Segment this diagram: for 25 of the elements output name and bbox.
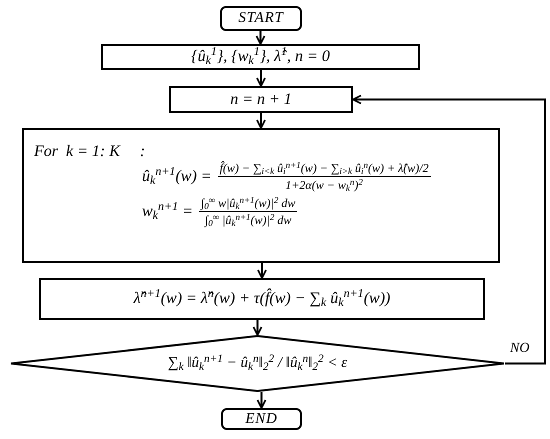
process-box (101, 44, 420, 70)
decision-diamond (10, 335, 505, 392)
terminal-text: START (238, 9, 284, 28)
arrow (256, 31, 266, 45)
loop-header: For k = 1: K : (34, 142, 146, 162)
terminal-box (220, 6, 302, 31)
process-box (169, 86, 353, 113)
process-box (22, 128, 500, 263)
arrow (257, 263, 267, 279)
fraction-numerator: ∫$_{0}$$^{∞}$ w|û$_{k}$$^{n+1}$(w)|$^{2}$ dw (198, 195, 298, 212)
arrow (256, 113, 266, 129)
arrow (352, 94, 546, 364)
fraction-numerator: f̂(w) − ∑$_{i<k}$ û$_{i}$$^{n+1}$(w) − ∑$_{i>k}$ û$_{i}$$^{n}$(w) + λ̂(w)/2 (218, 160, 431, 177)
formula-text: n = n + 1 (230, 90, 292, 110)
terminal-text: END (245, 410, 278, 429)
process-box (39, 278, 485, 320)
fraction-denominator: 1+2α(w − w$_{k}$$^{n}$)$^{2}$ (285, 177, 363, 193)
condition-text: ∑$_{k}$ ‖û$_{k}$$^{n+1}$ − û$_{k}$$^{n}$‖$_{2}$$^{2}$ / ‖û$_{k}$$^{n}$‖$_{2}$$^{2}$ < ε (168, 352, 348, 375)
formula-text: w$_{k}$$^{n+1}$ = (142, 200, 193, 224)
terminal-box (221, 408, 302, 430)
formula-text: û$_{k}$$^{n+1}$(w) = (142, 164, 212, 188)
fraction-denominator: ∫$_{0}$$^{∞}$ |û$_{k}$$^{n+1}$(w)|$^{2}$ dw (204, 212, 292, 228)
arrow (252, 320, 262, 336)
arrow (256, 70, 266, 87)
arrow (256, 392, 266, 409)
